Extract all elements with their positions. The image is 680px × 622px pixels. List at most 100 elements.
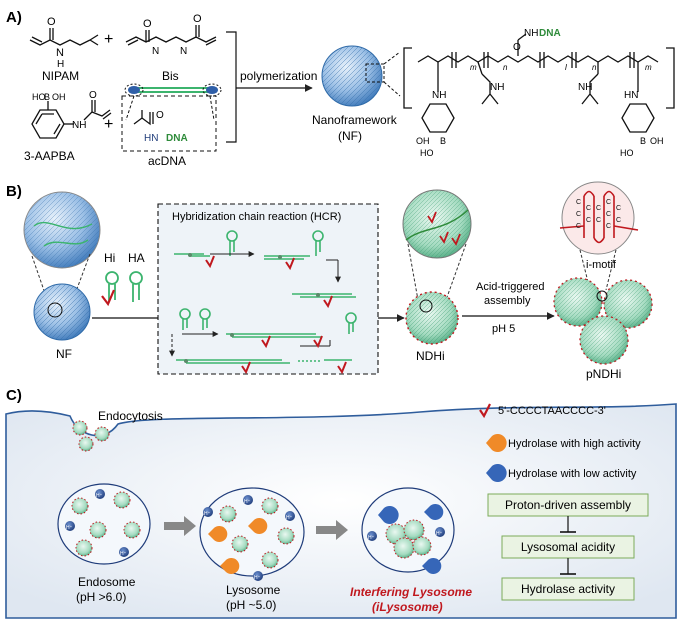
pndhi-label: pNDHi <box>586 367 621 381</box>
proton-text: H⁺ <box>368 535 375 541</box>
aapba-o: O <box>89 90 97 101</box>
polymer-b-2: B <box>640 136 646 146</box>
acid-label-1: Acid-triggered <box>476 281 544 293</box>
bis-o2: O <box>193 13 202 25</box>
nanoframework-abbr: (NF) <box>338 129 362 143</box>
bis-label: Bis <box>162 69 179 83</box>
proton-text: H⁺ <box>436 531 443 537</box>
c-letter: C <box>586 205 591 212</box>
polymer-structure <box>417 33 659 133</box>
c-letter: C <box>606 199 611 206</box>
bis-n1: N <box>152 46 159 57</box>
polymer-b-1: B <box>440 136 446 146</box>
imotif-label: i-motif <box>586 259 617 271</box>
c-letter: C <box>596 205 601 212</box>
sub-n2: n <box>592 63 597 72</box>
flow-arrow-2 <box>316 520 348 540</box>
ilysosome-cluster <box>385 519 432 559</box>
polymerization-label: polymerization <box>240 69 317 83</box>
c-letter: C <box>576 199 581 206</box>
endosome-particles <box>71 491 141 557</box>
cell-membrane <box>5 403 677 619</box>
polymer-bracket-left <box>403 47 412 109</box>
endosome-ph: (pH >6.0) <box>76 590 126 604</box>
ndhi-zoom <box>402 189 472 301</box>
polymer-nh-1: NH <box>432 90 446 101</box>
endocytosis-label: Endocytosis <box>98 409 163 423</box>
panel-b-label: B) <box>6 183 22 200</box>
legend-high: Hydrolase with high activity <box>508 438 641 450</box>
nf-sphere <box>33 283 91 341</box>
panel-a-label: A) <box>6 9 22 26</box>
nf-label: NF <box>56 347 72 361</box>
ilysosome-protons <box>367 527 445 541</box>
c-letter: C <box>606 223 611 230</box>
polymer-dna: DNA <box>539 28 561 39</box>
aapba-label: 3-AAPBA <box>24 149 75 163</box>
polymer-hn-4: HN <box>624 90 638 101</box>
aapba-structure <box>31 100 112 139</box>
polymer-o-top: O <box>513 42 521 53</box>
ndhi-sphere <box>405 291 459 345</box>
lysosome-ph: (pH ~5.0) <box>226 598 276 612</box>
lysosome-label: Lysosome <box>226 583 281 597</box>
legend-sequence-icon <box>479 403 491 419</box>
nipam-label: NIPAM <box>42 69 79 83</box>
c-letter: C <box>616 205 621 212</box>
ph-label: pH 5 <box>492 323 515 335</box>
proton-text: H⁺ <box>244 499 251 505</box>
ilysosome-hydrolases <box>378 503 444 574</box>
proton-text: H⁺ <box>254 575 261 581</box>
hairpins <box>105 271 143 302</box>
endocytosis-particles <box>72 420 110 452</box>
hydrolase-high-icon <box>486 434 507 452</box>
ndhi-label: NDHi <box>416 349 445 363</box>
hcr-connectors <box>169 251 341 357</box>
imotif-zoom <box>559 181 639 291</box>
c-letter: C <box>616 217 621 224</box>
polymer-nh-3: NH <box>578 82 592 93</box>
lysosome-protons <box>203 495 295 581</box>
monomer-bracket <box>226 31 237 143</box>
c-letter: C <box>576 223 581 230</box>
legend-sequence: 5'-CCCCTAACCCC-3' <box>498 405 606 417</box>
ilysosome-label: Interfering Lysosome <box>350 585 472 599</box>
proton-text: H⁺ <box>120 551 127 557</box>
polymer-nh-top: NH <box>524 28 538 39</box>
plus-2: + <box>104 116 113 133</box>
flow-text-1: Proton-driven assembly <box>505 498 631 512</box>
bis-structure <box>125 25 217 46</box>
aapba-nh: NH <box>72 120 86 131</box>
plus-1: + <box>104 31 113 48</box>
c-letter: C <box>586 217 591 224</box>
flow-arrow-1 <box>164 516 196 536</box>
aapba-b: B <box>44 92 50 102</box>
nanoframework-label: Nanoframework <box>312 113 398 127</box>
acdna-structure <box>121 83 222 152</box>
c-letter: C <box>576 211 581 218</box>
polymer-bracket-right <box>666 47 675 109</box>
c-letter: C <box>606 211 611 218</box>
lysosome-particles <box>219 497 295 569</box>
polymer-ho-1: HO <box>420 148 434 158</box>
legend-low: Hydrolase with low activity <box>508 468 637 480</box>
proton-text: H⁺ <box>66 525 73 531</box>
hi-label: Hi <box>104 251 115 265</box>
acdna-hn: HN <box>144 133 158 144</box>
bis-o1: O <box>143 18 152 30</box>
proton-text: H⁺ <box>204 511 211 517</box>
acid-label-2: assembly <box>484 295 531 307</box>
acdna-o: O <box>156 110 164 121</box>
aapba-oh: OH <box>52 92 66 102</box>
acdna-dna: DNA <box>166 133 188 144</box>
aapba-ho: HO <box>32 92 46 102</box>
polymer-oh-2: OH <box>650 136 664 146</box>
sub-m1: m <box>470 63 477 72</box>
polymer-oh-1: OH <box>416 136 430 146</box>
ilysosome-abbr: (iLysosome) <box>372 600 443 614</box>
imotif-letters: C C C C C C C C C C C C <box>576 199 621 230</box>
hydrolase-low-icon <box>486 464 507 482</box>
hcr-red-ticks <box>205 255 347 375</box>
